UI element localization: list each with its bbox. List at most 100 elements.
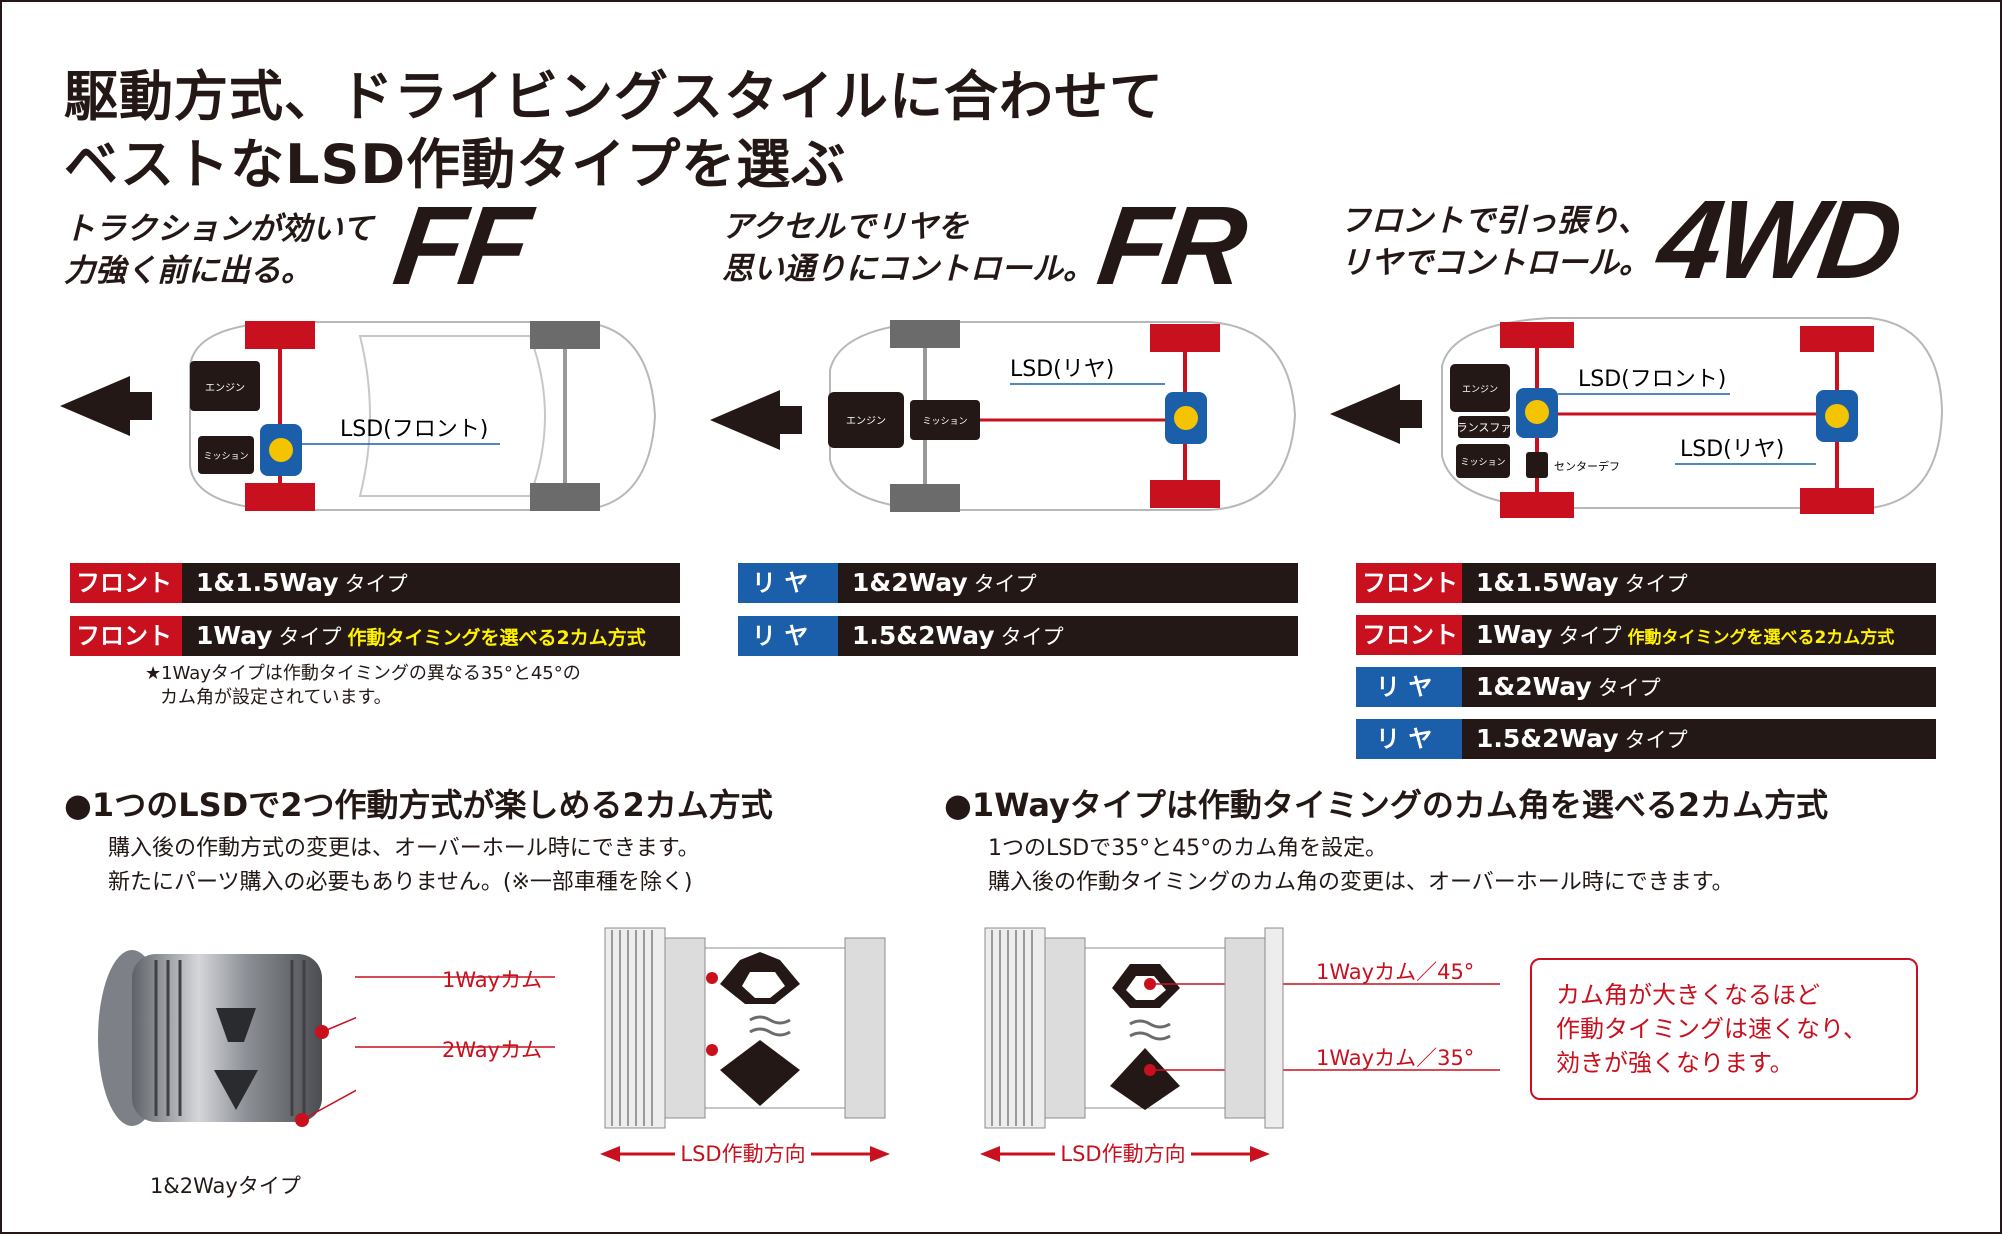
left-section-body-1: 購入後の作動方式の変更は、オーバーホール時にできます。 bbox=[108, 836, 700, 861]
left-direction-arrow-right bbox=[870, 1146, 890, 1162]
awd-engine-label: エンジン bbox=[1462, 385, 1498, 395]
page-title-line1: 駆動方式、ドライビングスタイルに合わせて bbox=[64, 65, 1164, 128]
fr-drive-label: FR bbox=[1091, 183, 1251, 308]
ff-tagline-1: トラクションが効いて bbox=[64, 211, 374, 247]
awd-center-diff-label: センターデフ bbox=[1554, 459, 1620, 473]
lsd-photo-2way-leader bbox=[301, 1089, 356, 1121]
awd-tagline-2: リヤでコントロール。 bbox=[1340, 245, 1650, 281]
fr-mission-label: ミッション bbox=[922, 417, 967, 427]
ff-mission-label: ミッション bbox=[203, 452, 248, 462]
fr-row-2-label: 1.5&2Way bbox=[852, 621, 995, 650]
lsd-photo-cam-window bbox=[216, 1008, 256, 1042]
ff-rear-right-tire bbox=[530, 483, 600, 511]
left-direction-arrow-left bbox=[600, 1146, 620, 1162]
awd-engine bbox=[1450, 364, 1510, 412]
awd-row-4-suffix: タイプ bbox=[1624, 728, 1688, 752]
left-direction-label: LSD作動方向 bbox=[680, 1142, 805, 1166]
ff-footnote-2: カム角が設定されています。 bbox=[160, 687, 392, 708]
ff-drive-label: FF bbox=[387, 183, 534, 308]
left-2way-cam-shape bbox=[720, 1040, 800, 1106]
awd-center-diff bbox=[1526, 452, 1548, 478]
awd-row-1-suffix: タイプ bbox=[1624, 572, 1688, 596]
ff-car-diagram: エンジン ミッション LSD(フロント) bbox=[60, 321, 657, 511]
ff-row-2-label: 1Way bbox=[196, 621, 273, 650]
right-section-heading: ●1Wayタイプは作動タイミングのカム角を選べる2カム方式 bbox=[944, 786, 1829, 824]
left-callout-2way: 2Wayカム bbox=[442, 1038, 543, 1062]
right-cam-diagram: LSD作動方向 bbox=[980, 927, 1500, 1166]
ff-row-2-tag: フロント bbox=[70, 616, 182, 656]
left-1way-marker bbox=[706, 972, 718, 984]
ff-car-body bbox=[189, 321, 657, 511]
left-1way-cam-window bbox=[742, 972, 785, 998]
right-callout-45: 1Wayカム／45° bbox=[1316, 960, 1475, 984]
awd-direction-arrow bbox=[1330, 384, 1422, 444]
ff-row-2-suffix: タイプ bbox=[278, 625, 342, 649]
left-side-gear-left bbox=[664, 937, 706, 1119]
awd-front-left-tire bbox=[1500, 322, 1574, 348]
ff-row-1-label: 1&1.5Way bbox=[196, 568, 339, 597]
ff-mission bbox=[198, 436, 254, 474]
right-spring bbox=[1129, 1019, 1171, 1029]
right-callout-35: 1Wayカム／35° bbox=[1316, 1046, 1475, 1070]
left-cam-diagram: LSD作動方向 bbox=[355, 927, 890, 1166]
awd-front-right-tire bbox=[1500, 492, 1574, 518]
right-direction-arrow-left bbox=[980, 1146, 1000, 1162]
ff-front-right-tire bbox=[245, 483, 315, 511]
awd-rear-lsd-gear-icon bbox=[1825, 404, 1849, 428]
fr-mission bbox=[910, 400, 980, 440]
awd-row-3-label: 1&2Way bbox=[1476, 672, 1592, 701]
awd-front-lsd-label: LSD(フロント) bbox=[1578, 367, 1726, 392]
cam-angle-note-line-1: カム角が大きくなるほど bbox=[1556, 981, 1820, 1009]
left-clutch-pack-left bbox=[604, 927, 666, 1129]
awd-car-diagram: エンジン トランスファー ミッション センターデフ LSD(フロント) LSD(… bbox=[1330, 317, 1944, 518]
right-section-body-2: 購入後の作動タイミングのカム角の変更は、オーバーホール時にできます。 bbox=[988, 870, 1734, 895]
fr-row-1-tag: リ ヤ bbox=[738, 563, 844, 603]
fr-rear-right-tire bbox=[1150, 480, 1220, 508]
awd-row-1-label: 1&1.5Way bbox=[1476, 568, 1619, 597]
fr-row-2-tag: リ ヤ bbox=[738, 616, 844, 656]
awd-drive-label: 4WD bbox=[1651, 177, 1906, 302]
ff-row-2-note: 作動タイミングを選べる2カム方式 bbox=[347, 627, 646, 649]
awd-row-1-tag: フロント bbox=[1356, 563, 1462, 603]
left-side-gear-right bbox=[844, 937, 886, 1119]
ff-engine bbox=[190, 361, 260, 411]
fr-lsd-gear-icon bbox=[1174, 406, 1198, 430]
left-spring bbox=[749, 1015, 791, 1025]
left-section-heading: ●1つのLSDで2つ作動方式が楽しめる2カム方式 bbox=[64, 786, 773, 824]
left-2way-marker bbox=[706, 1044, 718, 1056]
fr-row-1-suffix: タイプ bbox=[973, 572, 1037, 596]
cam-angle-note-line-2: 作動タイミングは速くなり、 bbox=[1556, 1015, 1868, 1043]
fr-tagline-1: アクセルでリヤを bbox=[722, 209, 969, 245]
lsd-photo-illustration bbox=[98, 950, 356, 1127]
lsd-photo-caption: 1&2Wayタイプ bbox=[150, 1174, 301, 1198]
awd-mission bbox=[1456, 444, 1510, 478]
right-direction-label: LSD作動方向 bbox=[1060, 1142, 1185, 1166]
ff-tagline-2: 力強く前に出る。 bbox=[64, 253, 312, 289]
fr-lsd-label: LSD(リヤ) bbox=[1010, 357, 1114, 382]
left-section-body-2: 新たにパーツ購入の必要もありません。(※一部車種を除く) bbox=[108, 870, 693, 895]
right-35-marker bbox=[1144, 1064, 1156, 1076]
right-clutch-pack-right bbox=[1264, 927, 1284, 1129]
ff-row-1-tag: フロント bbox=[70, 563, 182, 603]
awd-row-2-suffix: タイプ bbox=[1558, 624, 1622, 648]
awd-tagline-1: フロントで引っ張り、 bbox=[1340, 203, 1649, 239]
awd-rear-left-tire bbox=[1800, 326, 1874, 352]
awd-mission-label: ミッション bbox=[1460, 458, 1505, 468]
awd-row-2-note: 作動タイミングを選べる2カム方式 bbox=[1627, 628, 1895, 648]
